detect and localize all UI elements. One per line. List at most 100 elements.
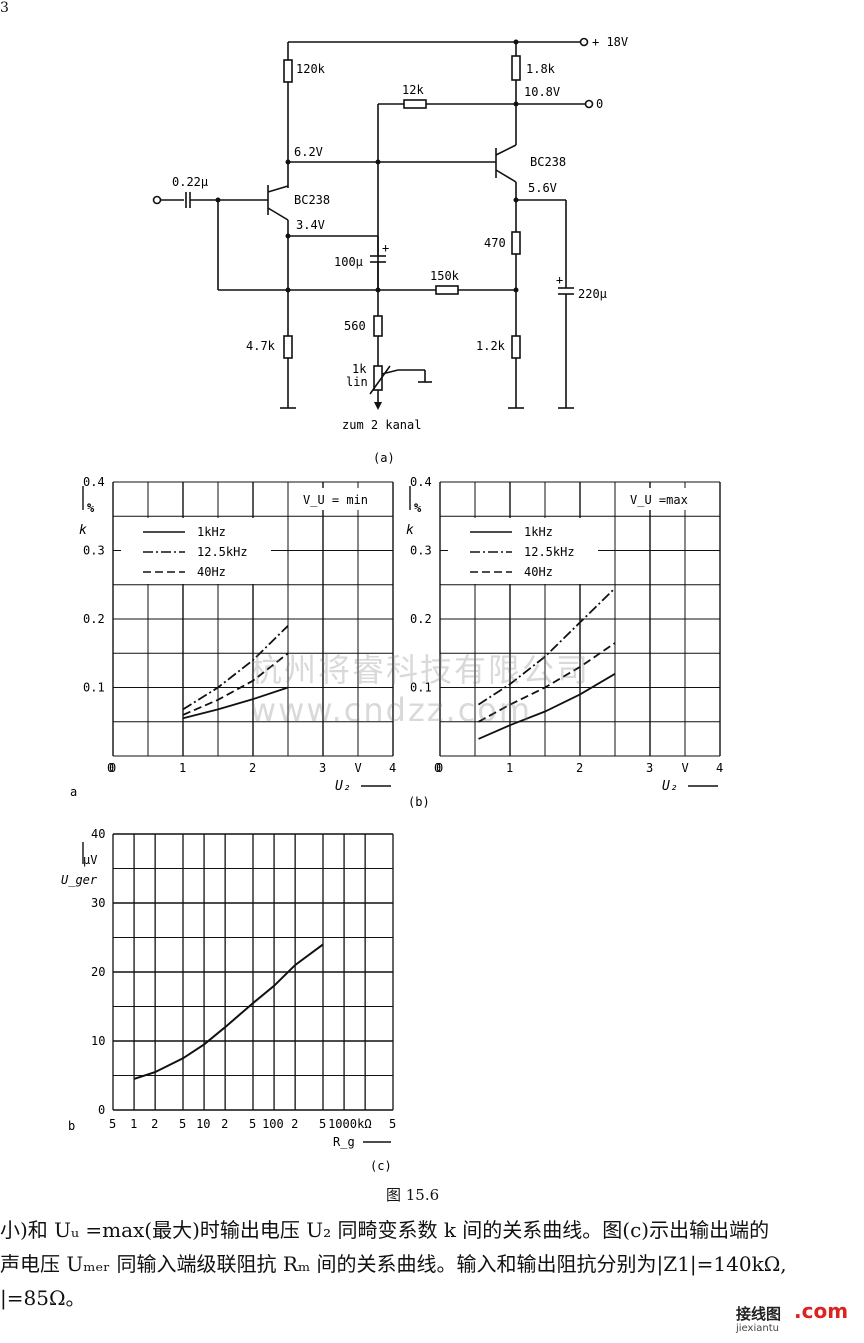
c100-label: 100μ xyxy=(334,255,363,269)
legend-bg xyxy=(448,518,598,584)
y-tick-label: 40 xyxy=(91,827,105,841)
title-bg xyxy=(624,488,716,510)
y-tick-label: 0.2 xyxy=(410,612,432,626)
x-tick-label: 100 xyxy=(262,1117,284,1131)
legend-label: 40Hz xyxy=(197,565,226,579)
legend-label: 1kHz xyxy=(524,525,553,539)
output-label: 0 xyxy=(596,97,603,111)
logo-text: 接线图 xyxy=(736,1305,782,1323)
x-tick-label: 5 xyxy=(319,1117,326,1131)
v3-4-label: 3.4V xyxy=(296,218,325,232)
x-tick-label: 5 xyxy=(109,1117,116,1131)
title-bg xyxy=(297,488,389,510)
x-tick-label: 2 xyxy=(576,761,583,775)
r150k-label: 150k xyxy=(430,269,460,283)
pot-type-label: lin xyxy=(346,375,368,389)
origin-label: 0 xyxy=(434,761,441,775)
r1-2k-label: 1.2k xyxy=(476,339,506,353)
circuit-diagram: + 18V 0 120k 1.8k 12k 10.8V 6.2V BC238 B… xyxy=(152,35,628,465)
legend-label: 40Hz xyxy=(524,565,553,579)
body-line-1: 小)和 Uᵤ =max(最大)时输出电压 U₂ 同畸变系数 k 间的关系曲线。图… xyxy=(0,1218,770,1242)
x-unit-label: V xyxy=(682,761,689,775)
x-tick-label: 3 xyxy=(319,761,326,775)
caption-c: (c) xyxy=(370,1159,392,1173)
series-line-1kHz xyxy=(182,686,289,720)
channel-label: zum 2 kanal xyxy=(342,418,421,432)
y-tick-label: 0 xyxy=(98,1103,105,1117)
y-tick-label: 0.3 xyxy=(410,544,432,558)
x-tick-label: 3 xyxy=(646,761,653,775)
plus-mark-1: + xyxy=(382,241,389,255)
y-axis-label: k xyxy=(406,523,414,538)
x-tick-label: 4 xyxy=(389,761,396,775)
y-tick-label: 10 xyxy=(91,1034,105,1048)
chart-title: V_U =max xyxy=(630,493,688,507)
x-tick-label: 4 xyxy=(716,761,723,775)
c220-label: 220μ xyxy=(578,287,607,301)
site-logo: 接线图 .com jiexiantu xyxy=(736,1299,856,1337)
legend-bg xyxy=(121,518,271,584)
x-tick-label: 1 xyxy=(506,761,513,775)
y-tick-label: 0.1 xyxy=(83,681,105,695)
x-unit-label: V xyxy=(355,761,362,775)
logo-com: .com xyxy=(794,1299,849,1323)
supply-label: + 18V xyxy=(592,35,628,49)
y-tick-label: 20 xyxy=(91,965,105,979)
t1-label: BC238 xyxy=(294,193,330,207)
body-line-2: 声电压 Uₘₑᵣ 同输入端级联阻抗 Rₘ 间的关系曲线。输入和输出阻抗分别为|Z… xyxy=(0,1252,787,1276)
series-line-12.5kHz xyxy=(182,625,289,711)
series-line-40Hz xyxy=(478,642,616,723)
y-unit-label: % xyxy=(414,501,422,515)
x-tick-label: 0 xyxy=(436,761,443,775)
x-tick-label: 1000 xyxy=(328,1117,357,1131)
legend-label: 12.5kHz xyxy=(197,545,248,559)
y-axis-label: U_ger xyxy=(61,873,98,887)
x-tick-label: 0 xyxy=(109,761,116,775)
r4-7k-label: 4.7k xyxy=(246,339,276,353)
x-axis-label: R_g xyxy=(333,1135,355,1149)
y-tick-label: 0.3 xyxy=(83,544,105,558)
y-tick-label: 0.4 xyxy=(83,475,105,489)
series-line-1kHz xyxy=(478,673,616,740)
x-tick-label: 1 xyxy=(130,1117,137,1131)
body-line-3: |=85Ω。 xyxy=(0,1286,86,1310)
figure-title: 图 15.6 xyxy=(386,1186,440,1204)
x-axis-label: U₂ xyxy=(335,779,351,794)
r470-label: 470 xyxy=(484,236,506,250)
watermark: 杭州将睿科技有限公司 www.cndzz.com xyxy=(250,651,591,729)
x-tick-label: 2 xyxy=(291,1117,298,1131)
series-line-12.5kHz xyxy=(478,587,616,706)
y-tick-label: 0.4 xyxy=(410,475,432,489)
v5-6-label: 5.6V xyxy=(528,181,557,195)
plus-mark-2: + xyxy=(556,273,563,287)
logo-sub: jiexiantu xyxy=(736,1323,779,1334)
x-tick-label: kΩ xyxy=(357,1117,371,1131)
chart-b-side-label: a xyxy=(70,785,77,799)
legend-label: 12.5kHz xyxy=(524,545,575,559)
y-unit-label: % xyxy=(87,501,95,515)
pot-value-label: 1k xyxy=(352,362,367,376)
page-number: 3 xyxy=(0,0,9,16)
legend-label: 1kHz xyxy=(197,525,226,539)
v10-8-label: 10.8V xyxy=(524,85,560,99)
y-unit-label: μV xyxy=(83,853,97,867)
v6-2-label: 6.2V xyxy=(294,145,323,159)
x-tick-label: 1 xyxy=(179,761,186,775)
x-axis-label: U₂ xyxy=(662,779,678,794)
y-axis-label: k xyxy=(79,523,87,538)
y-tick-label: 30 xyxy=(91,896,105,910)
caption-b: (b) xyxy=(408,795,430,809)
x-tick-label: 10 xyxy=(196,1117,210,1131)
series-line-40Hz xyxy=(182,652,289,716)
r12k-label: 12k xyxy=(402,83,424,97)
y-tick-label: 0.1 xyxy=(410,681,432,695)
caption-a: (a) xyxy=(373,451,395,465)
x-tick-label: 5 xyxy=(389,1117,396,1131)
r120k-label: 120k xyxy=(296,62,326,76)
x-tick-label: 2 xyxy=(151,1117,158,1131)
c-in-label: 0.22μ xyxy=(172,175,208,189)
